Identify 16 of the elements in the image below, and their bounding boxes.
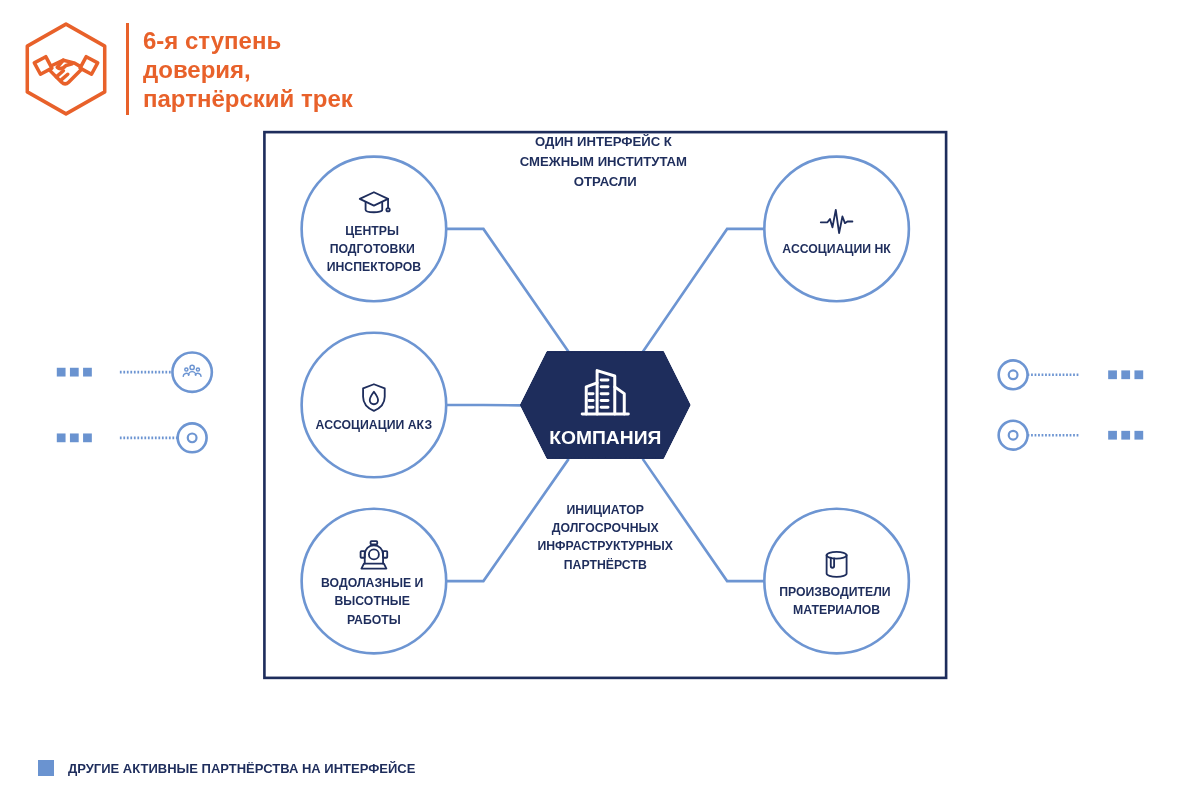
connector-line bbox=[446, 458, 570, 583]
node-label: ПРОИЗВОДИТЕЛИ МАТЕРИАЛОВ bbox=[778, 583, 892, 619]
title: 6-я ступень доверия, партнёрский трек bbox=[143, 25, 354, 113]
caption-text: ИНИЦИАТОР ДОЛГОСРОЧНЫХ ИНФРАСТРУКТУРНЫХ ПАРТНЁРСТВ bbox=[537, 502, 674, 572]
node-label: АССОЦИАЦИИ АКЗ bbox=[314, 416, 434, 434]
dashed-line bbox=[119, 370, 173, 374]
node-label: АССОЦИАЦИИ НК bbox=[781, 240, 892, 258]
frame-title: ОДИН ИНТЕРФЕЙС К СМЕЖНЫМ ИНСТИТУТАМ ОТРАСЛИ bbox=[518, 132, 689, 191]
connector-line bbox=[446, 403, 522, 407]
connector-line bbox=[641, 458, 765, 583]
connector-line bbox=[641, 227, 765, 353]
company-name: КОМПАНИЯ bbox=[549, 425, 662, 451]
node-label: ВОДОЛАЗНЫЕ И ВЫСОТНЫЕ РАБОТЫ bbox=[320, 574, 425, 629]
legend-text: ДРУГИЕ АКТИВНЫЕ ПАРТНЁРСТВА НА ИНТЕРФЕЙСЕ bbox=[68, 760, 416, 776]
connector-line bbox=[446, 227, 570, 353]
node-label: ЦЕНТРЫ ПОДГОТОВКИ ИНСПЕКТОРОВ bbox=[325, 222, 423, 277]
